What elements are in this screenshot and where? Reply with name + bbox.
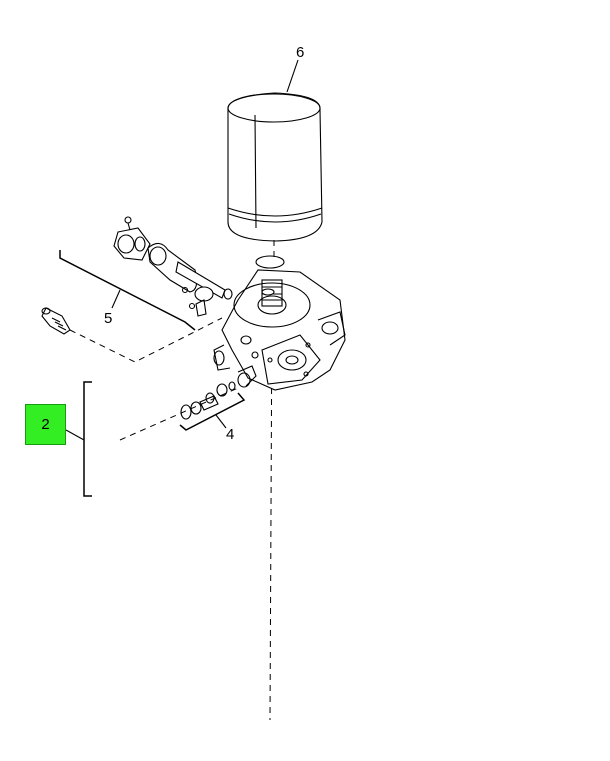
hardware-group-5: 5 (59, 250, 196, 331)
housing-body[interactable] (213, 269, 346, 391)
small-screw[interactable] (124, 216, 132, 231)
bracket-screws[interactable] (181, 286, 207, 317)
callout-2-highlight[interactable]: 2 (25, 404, 66, 445)
svg-text:4: 4 (226, 426, 234, 443)
valve-parts[interactable] (180, 365, 257, 420)
canister-seal-ring[interactable] (255, 255, 285, 269)
callout-6: 6 (286, 44, 304, 93)
svg-text:6: 6 (296, 44, 304, 61)
leader-sensor (69, 317, 223, 363)
cartridge-canister[interactable] (227, 92, 323, 242)
valve-group-4: 4 (179, 392, 246, 443)
heater-connector[interactable] (113, 227, 151, 261)
temperature-sensor[interactable] (41, 307, 71, 335)
heater-rod[interactable] (175, 261, 233, 302)
svg-text:5: 5 (104, 310, 112, 327)
callout-2-label: 2 (41, 416, 50, 433)
gasket-clip[interactable] (147, 242, 198, 293)
seal-kit-bracket-2 (65, 381, 92, 497)
